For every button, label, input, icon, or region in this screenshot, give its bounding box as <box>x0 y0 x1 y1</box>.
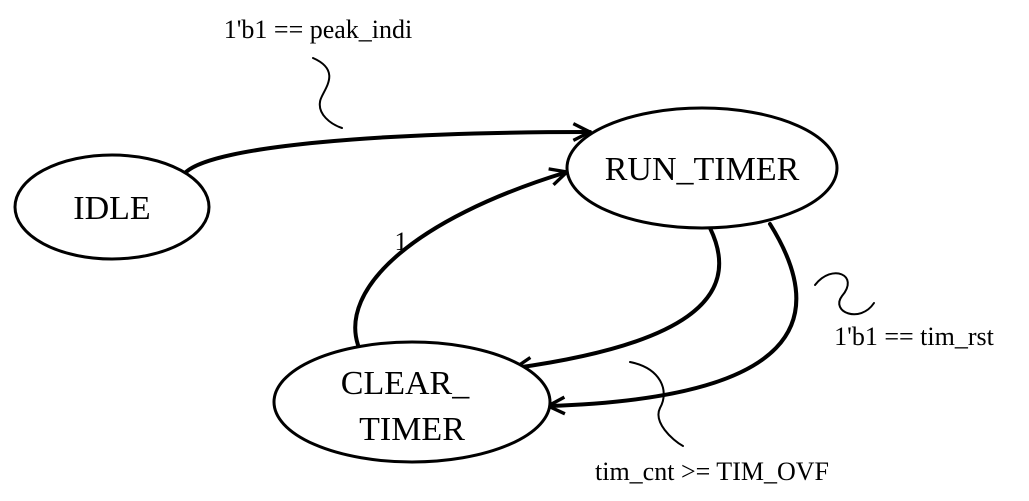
leader-tim-rst <box>814 272 875 316</box>
state-run-timer-label: RUN_TIMER <box>605 151 800 188</box>
condition-tim-ovf: tim_cnt >= TIM_OVF <box>595 457 829 486</box>
condition-tim-rst: 1'b1 == tim_rst <box>834 322 994 351</box>
transition-clear-to-run-timer <box>353 172 567 347</box>
leader-tim-ovf <box>629 361 684 447</box>
transition-idle-to-run-timer <box>184 132 592 174</box>
transition-run-to-clear-overflow <box>515 226 722 368</box>
state-clear-timer-label-line1: CLEAR_ <box>341 365 470 402</box>
leader-peak-indi <box>312 57 343 129</box>
state-clear-timer[interactable] <box>272 340 552 464</box>
state-clear-timer-label-line2: TIMER <box>359 411 465 448</box>
condition-peak-indi: 1'b1 == peak_indi <box>224 15 413 44</box>
transition-run-to-clear-reset <box>546 222 799 406</box>
state-idle[interactable] <box>13 153 211 261</box>
state-idle-label: IDLE <box>73 190 150 227</box>
state-run-timer[interactable] <box>565 106 839 230</box>
condition-one: 1 <box>395 227 408 256</box>
